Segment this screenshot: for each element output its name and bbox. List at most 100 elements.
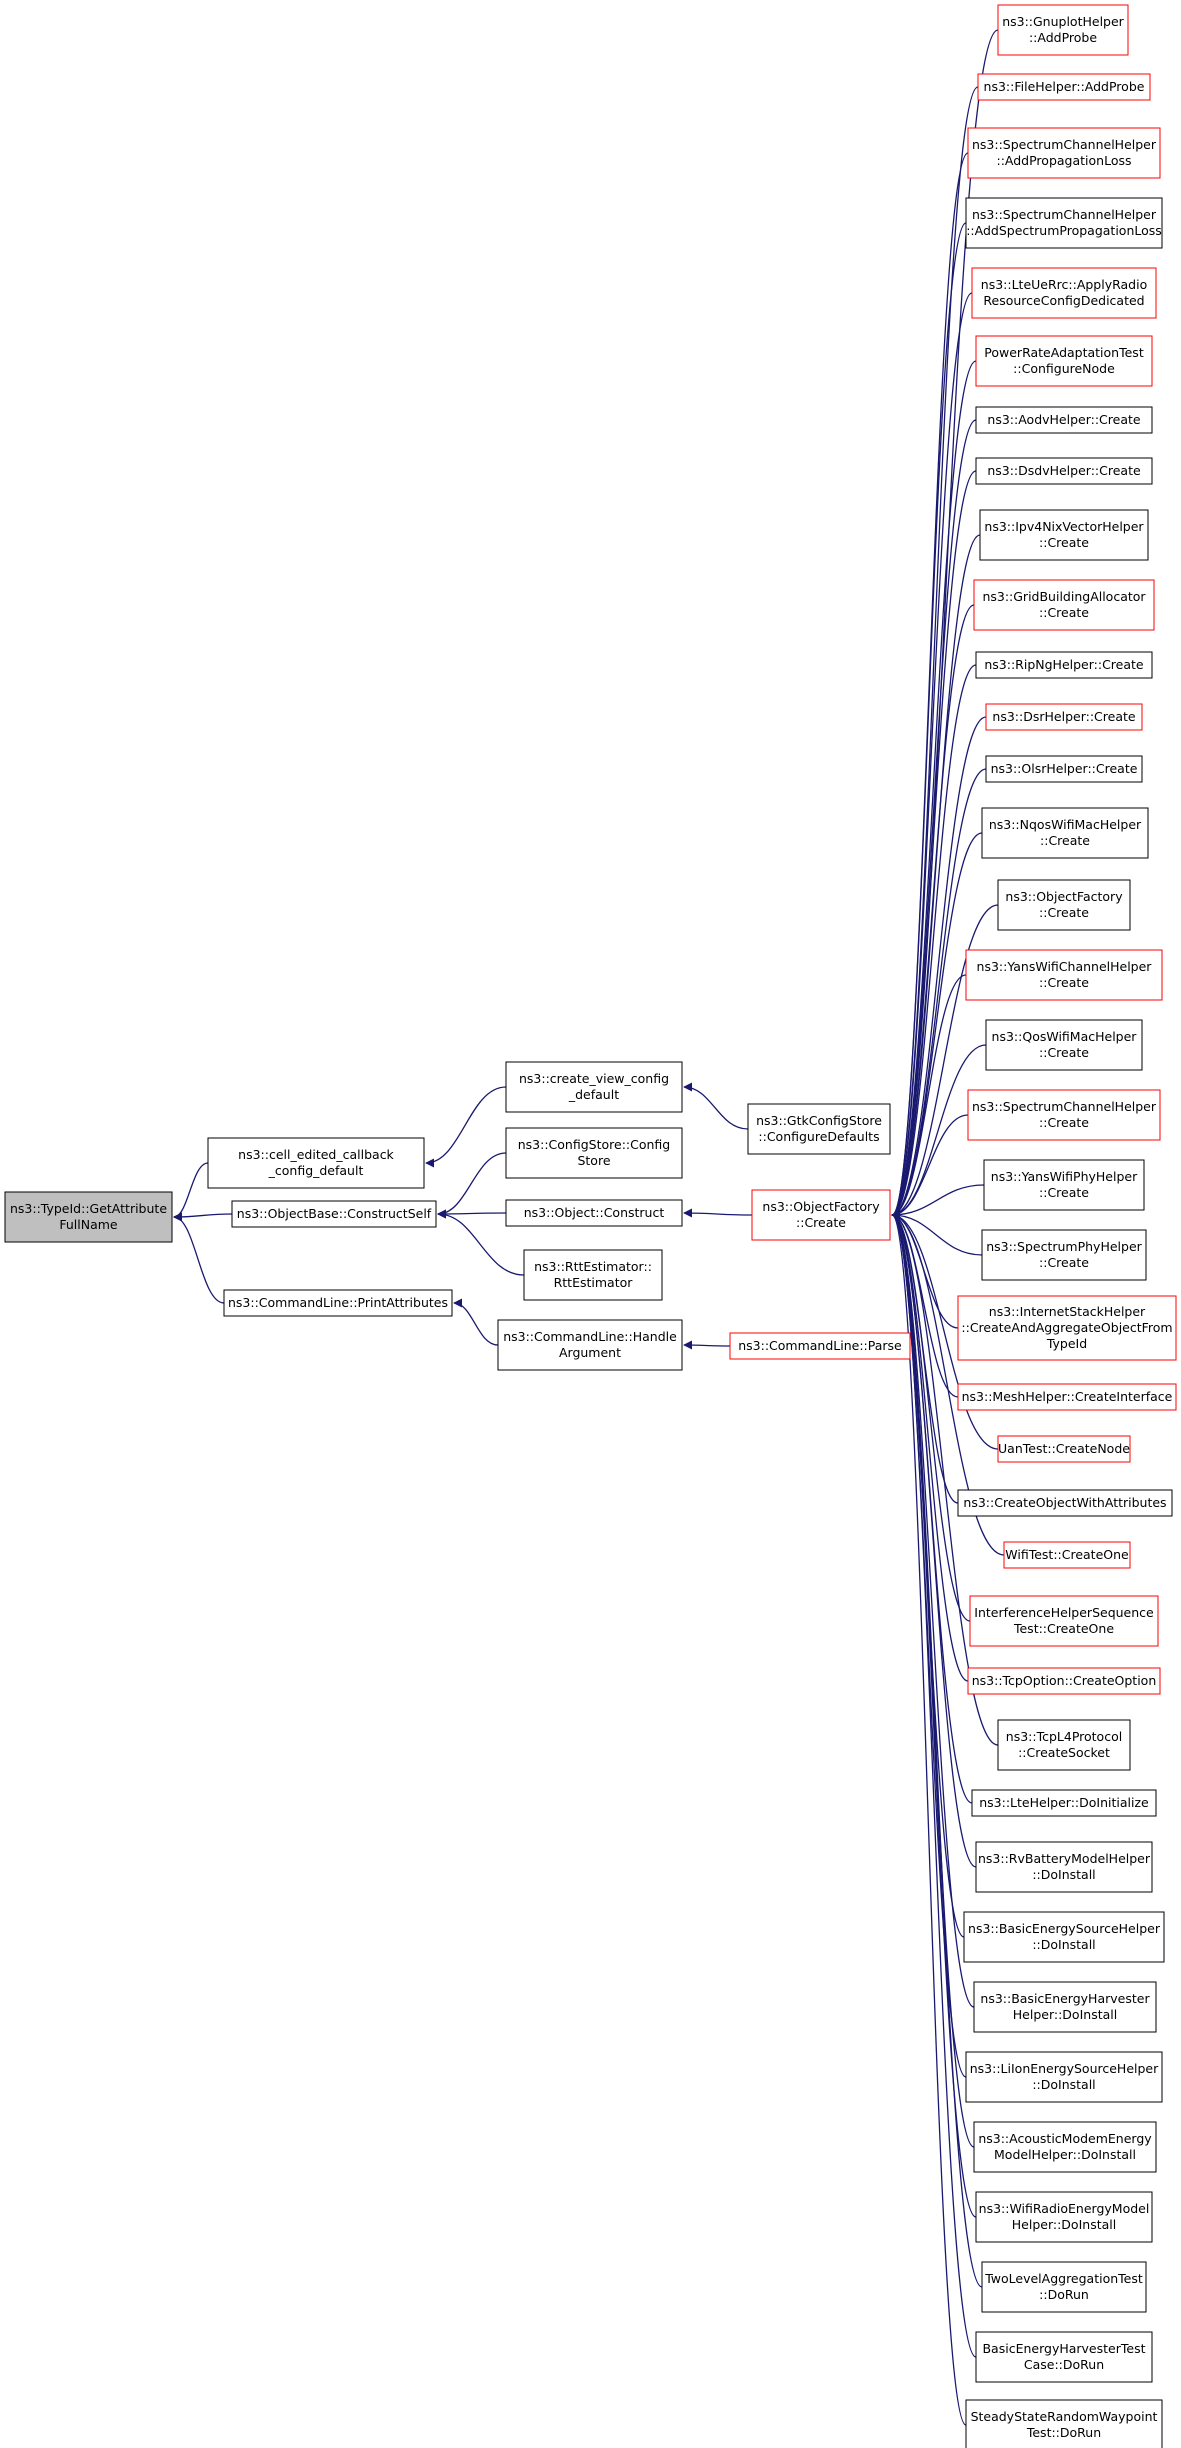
node-box: [505, 1199, 683, 1227]
node-label-line: BasicEnergyHarvesterTest: [982, 2341, 1145, 2356]
node-box: [997, 879, 1131, 931]
node-c26[interactable]: ns3::TcpOption::CreateOption: [967, 1667, 1161, 1695]
node-box: [963, 1911, 1165, 1963]
node-c31[interactable]: ns3::BasicEnergyHarvesterHelper::DoInsta…: [973, 1981, 1157, 2033]
node-label-line: ns3::RvBatteryModelHelper: [978, 1851, 1151, 1866]
node-label-line: ns3::ObjectFactory: [762, 1199, 880, 1214]
node-c8[interactable]: ns3::Ipv4NixVectorHelper::Create: [979, 509, 1149, 561]
node-label-line: ns3::CreateObjectWithAttributes: [963, 1495, 1166, 1510]
edge-c24-to-objfactory_create: [891, 1210, 1005, 1556]
node-box: [207, 1137, 425, 1189]
node-objbase_construct[interactable]: ns3::ObjectBase::ConstructSelf: [231, 1200, 437, 1228]
node-label-line: RttEstimator: [554, 1275, 634, 1290]
node-c32[interactable]: ns3::LiIonEnergySourceHelper::DoInstall: [965, 2051, 1163, 2103]
edge-c36-to-objfactory_create: [891, 1210, 977, 2358]
node-c12[interactable]: ns3::OlsrHelper::Create: [985, 755, 1143, 783]
node-rttestimator[interactable]: ns3::RttEstimator::RttEstimator: [523, 1249, 663, 1301]
node-c21[interactable]: ns3::MeshHelper::CreateInterface: [957, 1383, 1177, 1411]
node-label-line: ns3::SpectrumChannelHelper: [972, 1099, 1157, 1114]
node-label-line: ns3::Object::Construct: [524, 1205, 665, 1220]
edge-gtk_configure-to-create_view: [683, 1082, 749, 1130]
node-c3[interactable]: ns3::SpectrumChannelHelper::AddSpectrumP…: [965, 197, 1163, 249]
node-box: [505, 1127, 683, 1179]
node-c35[interactable]: TwoLevelAggregationTest::DoRun: [981, 2261, 1147, 2313]
node-label-line: TypeId: [1046, 1336, 1087, 1351]
node-c15[interactable]: ns3::YansWifiChannelHelper::Create: [965, 949, 1163, 1001]
node-c11[interactable]: ns3::DsrHelper::Create: [985, 703, 1143, 731]
node-c20[interactable]: ns3::InternetStackHelper::CreateAndAggre…: [957, 1295, 1177, 1361]
node-label-line: ::DoInstall: [1032, 1867, 1095, 1882]
node-c16[interactable]: ns3::QosWifiMacHelper::Create: [985, 1019, 1143, 1071]
node-c33[interactable]: ns3::AcousticModemEnergyModelHelper::DoI…: [973, 2121, 1157, 2173]
node-label-line: ::Create: [1039, 975, 1089, 990]
node-label-line: Test::DoRun: [1026, 2425, 1101, 2440]
node-box: [975, 1841, 1153, 1893]
node-c4[interactable]: ns3::LteUeRrc::ApplyRadioResourceConfigD…: [971, 267, 1157, 319]
node-cell_edited[interactable]: ns3::cell_edited_callback_config_default: [207, 1137, 425, 1189]
node-label-line: ns3::LteUeRrc::ApplyRadio: [981, 277, 1147, 292]
node-label-line: ns3::TcpOption::CreateOption: [972, 1673, 1157, 1688]
node-c1[interactable]: ns3::FileHelper::AddProbe: [977, 73, 1151, 101]
node-c28[interactable]: ns3::LteHelper::DoInitialize: [971, 1789, 1157, 1817]
node-c13[interactable]: ns3::NqosWifiMacHelper::Create: [981, 807, 1149, 859]
node-label-line: ns3::AcousticModemEnergy: [978, 2131, 1152, 2146]
node-box: [975, 457, 1153, 485]
node-c9[interactable]: ns3::GridBuildingAllocator::Create: [973, 579, 1155, 631]
node-label-line: Helper::DoInstall: [1013, 2007, 1117, 2022]
edge-c17-to-objfactory_create: [891, 1114, 969, 1220]
node-label-line: ns3::Ipv4NixVectorHelper: [984, 519, 1144, 534]
node-c29[interactable]: ns3::RvBatteryModelHelper::DoInstall: [975, 1841, 1153, 1893]
node-label-line: ::Create: [1039, 905, 1089, 920]
node-label-line: ns3::NqosWifiMacHelper: [989, 817, 1142, 832]
node-c2[interactable]: ns3::SpectrumChannelHelper::AddPropagati…: [967, 127, 1161, 179]
node-box: [747, 1103, 891, 1155]
node-c17[interactable]: ns3::SpectrumChannelHelper::Create: [967, 1089, 1161, 1141]
node-c23[interactable]: ns3::CreateObjectWithAttributes: [957, 1489, 1173, 1517]
edge-c3-to-objfactory_create: [891, 222, 967, 1220]
node-label-line: ns3::GnuplotHelper: [1002, 14, 1124, 29]
node-label-line: ns3::InternetStackHelper: [989, 1304, 1146, 1319]
edge-configstore-to-objbase_construct: [437, 1152, 507, 1219]
node-create_view[interactable]: ns3::create_view_config_default: [505, 1061, 683, 1113]
node-c7[interactable]: ns3::DsdvHelper::Create: [975, 457, 1153, 485]
node-box: [957, 1295, 1177, 1361]
node-c34[interactable]: ns3::WifiRadioEnergyModelHelper::DoInsta…: [975, 2191, 1153, 2243]
node-c19[interactable]: ns3::SpectrumPhyHelper::Create: [981, 1229, 1147, 1281]
node-objfactory_create[interactable]: ns3::ObjectFactory::Create: [751, 1189, 891, 1241]
node-cmd_parse[interactable]: ns3::CommandLine::Parse: [729, 1332, 911, 1360]
node-c0[interactable]: ns3::GnuplotHelper::AddProbe: [997, 4, 1129, 56]
node-box: [957, 1383, 1177, 1411]
node-box: [983, 1159, 1145, 1211]
node-c10[interactable]: ns3::RipNgHelper::Create: [975, 651, 1153, 679]
node-label-line: PowerRateAdaptationTest: [984, 345, 1144, 360]
node-cmd_printattrs[interactable]: ns3::CommandLine::PrintAttributes: [223, 1289, 453, 1317]
node-label-line: ::Create: [1039, 1045, 1089, 1060]
node-c6[interactable]: ns3::AodvHelper::Create: [975, 406, 1153, 434]
node-gtk_configure[interactable]: ns3::GtkConfigStore::ConfigureDefaults: [747, 1103, 891, 1155]
node-label-line: _config_default: [268, 1163, 364, 1178]
node-c27[interactable]: ns3::TcpL4Protocol::CreateSocket: [997, 1719, 1131, 1771]
node-c22[interactable]: UanTest::CreateNode: [997, 1435, 1131, 1463]
edge-c8-to-objfactory_create: [891, 534, 981, 1220]
node-c30[interactable]: ns3::BasicEnergySourceHelper::DoInstall: [963, 1911, 1165, 1963]
node-label-line: Argument: [559, 1345, 621, 1360]
node-box: [981, 2261, 1147, 2313]
node-label-line: ::Create: [1039, 1115, 1089, 1130]
node-label-line: ns3::create_view_config: [519, 1071, 669, 1086]
node-box: [965, 2051, 1163, 2103]
edge-c26-to-objfactory_create: [891, 1210, 969, 1682]
node-box: [965, 2399, 1163, 2448]
node-label-line: ns3::BasicEnergyHarvester: [980, 1991, 1150, 2006]
node-configstore[interactable]: ns3::ConfigStore::ConfigStore: [505, 1127, 683, 1179]
node-c18[interactable]: ns3::YansWifiPhyHelper::Create: [983, 1159, 1145, 1211]
node-c5[interactable]: PowerRateAdaptationTest::ConfigureNode: [975, 335, 1153, 387]
node-c25[interactable]: InterferenceHelperSequenceTest::CreateOn…: [969, 1595, 1159, 1647]
node-c14[interactable]: ns3::ObjectFactory::Create: [997, 879, 1131, 931]
node-c24[interactable]: WifiTest::CreateOne: [1003, 1541, 1131, 1569]
node-object_construct[interactable]: ns3::Object::Construct: [505, 1199, 683, 1227]
node-box: [975, 2191, 1153, 2243]
